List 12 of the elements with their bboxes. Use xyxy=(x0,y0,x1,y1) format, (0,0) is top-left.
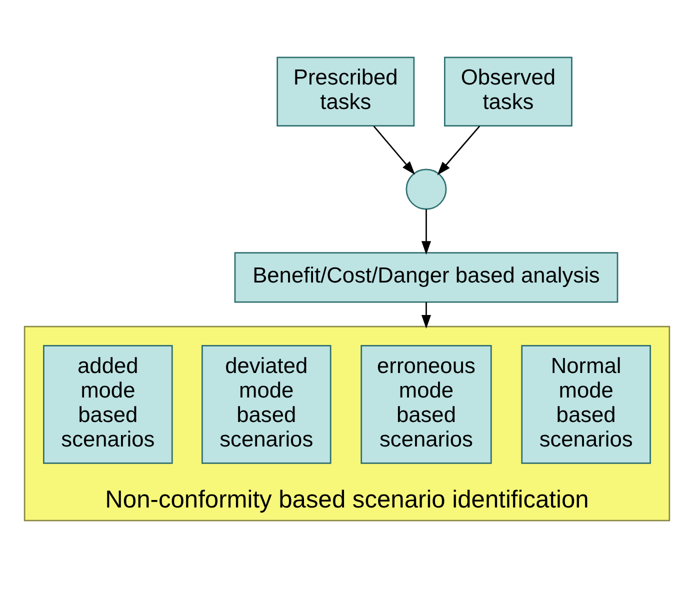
arrow xyxy=(421,302,432,329)
arrow xyxy=(437,126,480,176)
node-box: Normal mode based scenarios xyxy=(521,345,651,464)
node-box: added mode based scenarios xyxy=(43,345,173,464)
node-box: Benefit/Cost/Danger based analysis xyxy=(234,252,618,303)
node-circle xyxy=(406,168,447,210)
node-box: deviated mode based scenarios xyxy=(202,345,332,464)
node-box: erroneous mode based scenarios xyxy=(360,345,492,464)
arrow xyxy=(373,126,416,175)
node-box: Observed tasks xyxy=(444,56,572,126)
node-box: Prescribed tasks xyxy=(276,56,415,126)
arrow xyxy=(421,209,432,255)
